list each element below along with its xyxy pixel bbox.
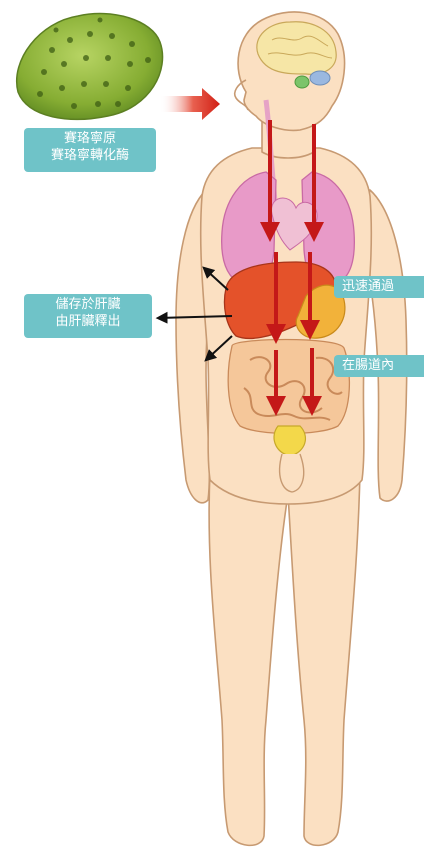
- in-intestine-text: 在腸道內: [342, 357, 419, 374]
- noni-compounds-label: 賽珞寧原 賽珞寧轉化酶: [24, 128, 156, 172]
- liver-storage-line-2: 由肝臟釋出: [29, 313, 147, 330]
- fast-through-text: 迅速通過: [342, 278, 419, 295]
- noni-fruit-icon: [17, 14, 163, 120]
- noni-compound-line-2: 賽珞寧轉化酶: [29, 147, 151, 164]
- liver-storage-line-1: 儲存於肝臟: [29, 296, 147, 313]
- fast-through-label: 迅速通過: [334, 276, 424, 298]
- liver-storage-label: 儲存於肝臟 由肝臟釋出: [24, 294, 152, 338]
- in-intestine-label: 在腸道內: [334, 355, 424, 377]
- noni-compound-line-1: 賽珞寧原: [29, 130, 151, 147]
- red-arrow-icon: [160, 88, 220, 120]
- intestines-illustration: [228, 340, 349, 434]
